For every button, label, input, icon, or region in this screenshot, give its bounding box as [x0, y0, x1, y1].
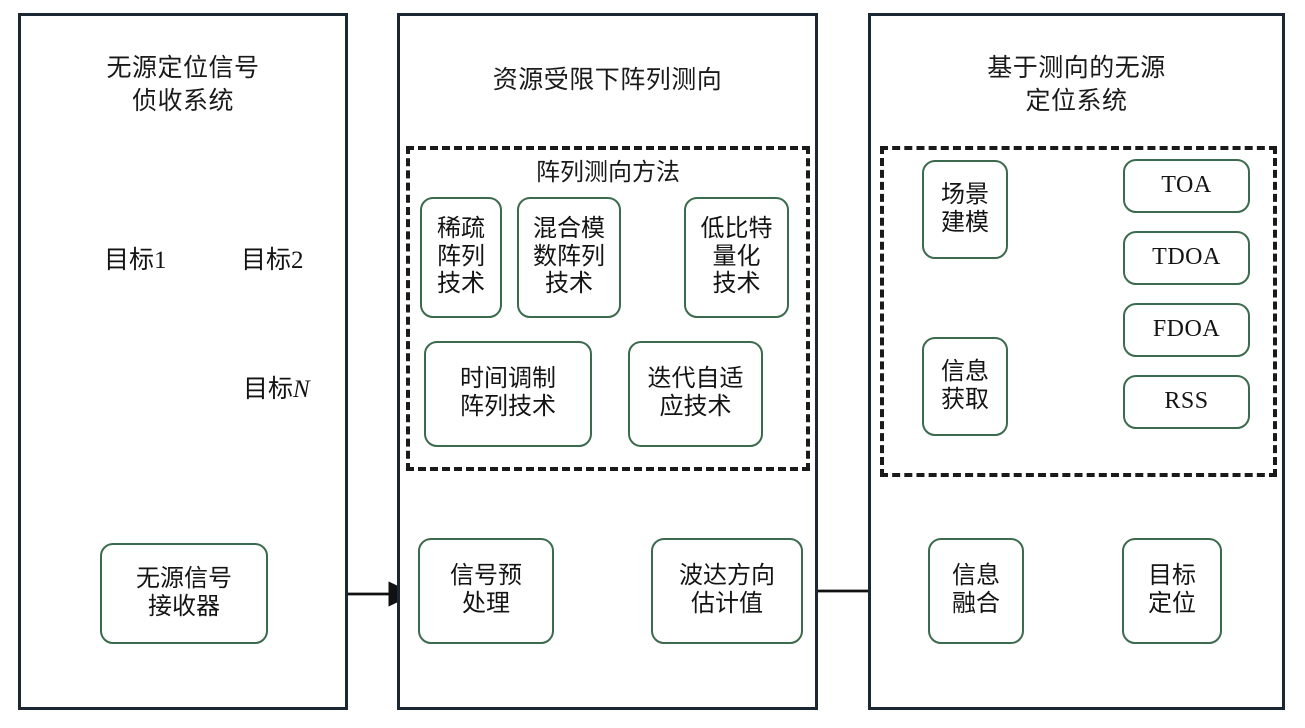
node-signal-preprocessing[interactable]: 信号预 处理	[418, 538, 554, 644]
panel-1-title: 无源定位信号 侦收系统	[106, 55, 260, 115]
label-target-1: 目标1	[104, 247, 167, 274]
node-information-acquisition[interactable]: 信息 获取	[922, 337, 1008, 436]
node-information-fusion[interactable]: 信息 融合	[928, 538, 1024, 644]
node-hybrid-analog-digital-array-technology[interactable]: 混合模 数阵列 技术	[517, 197, 621, 318]
array-doa-methods-heading: 阵列测向方法	[536, 160, 680, 186]
node-low-bit-quantization-technology[interactable]: 低比特 量化 技术	[684, 197, 789, 318]
node-toa[interactable]: TOA	[1123, 159, 1250, 213]
node-scene-modeling[interactable]: 场景 建模	[922, 160, 1008, 259]
panel-passive-signal-reconnaissance	[18, 13, 348, 710]
node-passive-signal-receiver[interactable]: 无源信号 接收器	[100, 543, 268, 644]
label-target-2: 目标2	[241, 247, 304, 274]
label-target-n-prefix: 目标	[243, 376, 294, 403]
node-rss[interactable]: RSS	[1123, 375, 1250, 429]
node-fdoa[interactable]: FDOA	[1123, 303, 1250, 357]
node-iterative-adaptive-technology[interactable]: 迭代自适 应技术	[628, 341, 763, 447]
node-target-localization[interactable]: 目标 定位	[1122, 538, 1222, 644]
label-target-n: 目标N	[243, 369, 310, 405]
label-target-n-index: N	[293, 376, 310, 403]
node-tdoa[interactable]: TDOA	[1123, 231, 1250, 285]
node-doa-estimate[interactable]: 波达方向 估计值	[651, 538, 803, 644]
panel-2-title: 资源受限下阵列测向	[492, 67, 723, 94]
node-sparse-array-technology[interactable]: 稀疏 阵列 技术	[420, 197, 502, 318]
localization-measurements-group	[880, 146, 1277, 477]
array-doa-methods-group	[406, 146, 810, 471]
node-time-modulated-array-technology[interactable]: 时间调制 阵列技术	[424, 341, 592, 447]
panel-3-title: 基于测向的无源 定位系统	[987, 55, 1166, 115]
